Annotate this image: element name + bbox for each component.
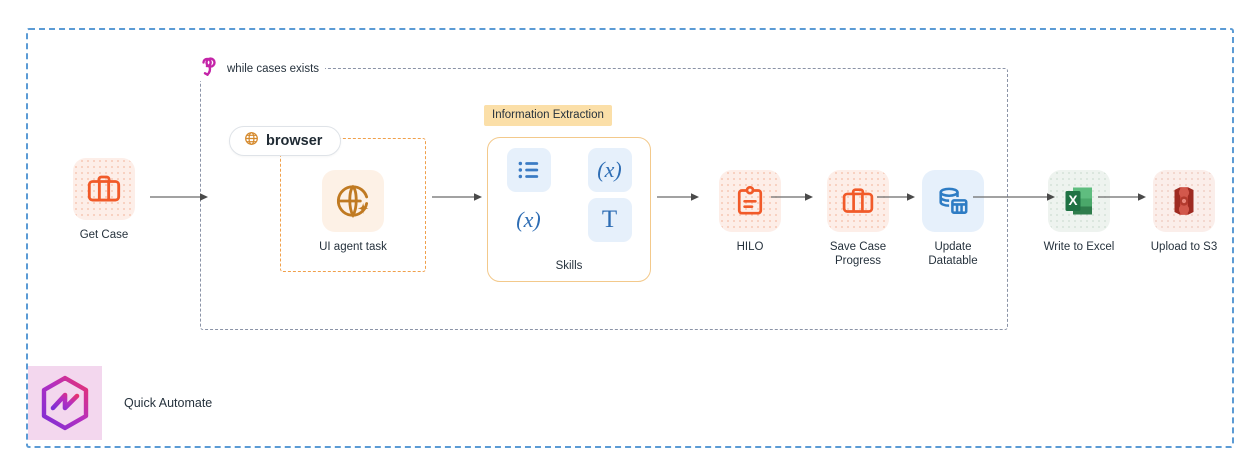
svg-text:X: X (1068, 193, 1077, 208)
arrow-excel-to-s3 (1098, 192, 1150, 202)
arrow-get-case-to-loop (150, 192, 212, 202)
skills-caption: Skills (555, 260, 583, 272)
excel-icon: X (1048, 170, 1110, 232)
browser-label: browser (266, 133, 323, 149)
information-extraction-label: Information Extraction (484, 105, 612, 126)
arrow-skills-to-hilo (657, 192, 703, 202)
loop-icon (198, 54, 220, 83)
skills-box: (x) (x) T Skills (487, 137, 651, 282)
node-label: Get Case (79, 229, 129, 241)
node-update-datatable[interactable]: Update Datatable (905, 170, 1001, 268)
hexagon-bolt-icon (28, 366, 102, 440)
node-label: Upload to S3 (1150, 241, 1218, 253)
node-label: HILO (736, 241, 764, 253)
formula-skill-icon[interactable]: (x) (587, 148, 632, 192)
briefcase-icon (73, 158, 135, 220)
loop-badge: while cases exists (198, 54, 326, 83)
node-label: Save Case Progress (829, 241, 887, 267)
list-skill-icon[interactable] (506, 148, 551, 192)
database-table-icon (922, 170, 984, 232)
arrow-ui-agent-to-skills (432, 192, 486, 202)
s3-bucket-icon (1153, 170, 1215, 232)
node-label: UI agent task (319, 241, 387, 253)
arrow-hilo-to-save-case (771, 192, 817, 202)
text-skill-icon[interactable]: T (587, 198, 632, 242)
node-label: Update Datatable (928, 241, 978, 267)
skills-grid: (x) (x) T (488, 148, 650, 242)
node-save-case-progress[interactable]: Save Case Progress (810, 170, 906, 268)
browser-pill[interactable]: browser (229, 126, 342, 156)
brand-label: Quick Automate (124, 396, 213, 410)
clipboard-icon (719, 170, 781, 232)
arrow-datatable-to-excel (973, 192, 1059, 202)
arrow-save-case-to-datatable (877, 192, 919, 202)
globe-icon (244, 131, 259, 151)
workflow-canvas-frame (26, 28, 1234, 448)
node-hilo[interactable]: HILO (702, 170, 798, 255)
brand-badge: Quick Automate (28, 366, 212, 440)
loop-label: while cases exists (227, 63, 320, 75)
formula-skill-icon-2[interactable]: (x) (516, 207, 541, 232)
globe-sparkle-icon (322, 170, 384, 232)
node-write-to-excel[interactable]: X Write to Excel (1031, 170, 1127, 255)
node-upload-to-s3[interactable]: Upload to S3 (1136, 170, 1232, 255)
browser-group-frame (280, 138, 426, 272)
node-ui-agent-task[interactable]: UI agent task (305, 170, 401, 255)
briefcase-icon (827, 170, 889, 232)
node-get-case[interactable]: Get Case (56, 158, 152, 243)
node-label: Write to Excel (1043, 241, 1115, 253)
